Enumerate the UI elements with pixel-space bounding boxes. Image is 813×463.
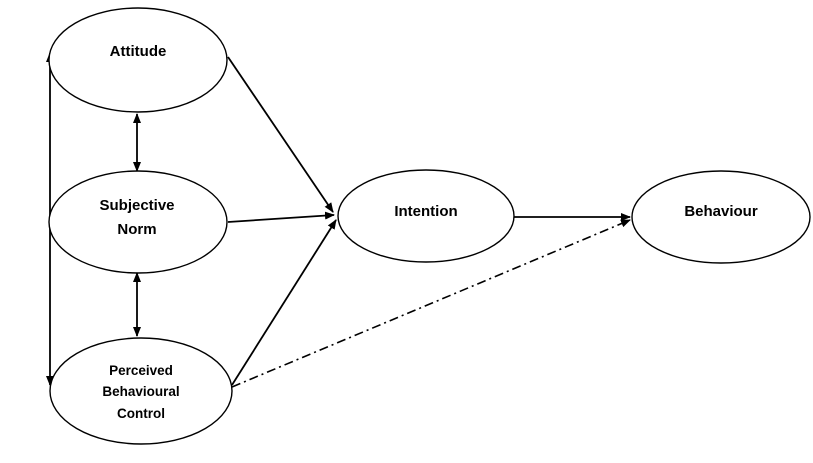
edge-attitude-intention <box>227 56 334 213</box>
attitude-label: Attitude <box>110 43 167 60</box>
edge-subjective-norm-intention <box>227 211 335 223</box>
node-subjective-norm: Subjective Norm <box>48 170 228 274</box>
attitude-ellipse <box>48 7 228 113</box>
behaviour-ellipse <box>631 170 811 264</box>
pbc-label-line1: Perceived <box>109 363 173 378</box>
node-perceived-behavioural-control: Perceived Behavioural Control <box>49 337 233 445</box>
behaviour-label: Behaviour <box>684 203 758 220</box>
subjective-norm-ellipse <box>48 170 228 274</box>
subjective-norm-label-line1: Subjective <box>99 197 174 214</box>
node-behaviour: Behaviour <box>631 170 811 264</box>
pbc-label-line3: Control <box>117 406 165 421</box>
node-intention: Intention <box>337 169 515 263</box>
pbc-label-line2: Behavioural <box>102 384 179 399</box>
pbc-ellipse <box>49 337 233 445</box>
node-attitude: Attitude <box>48 7 228 113</box>
subjective-norm-label-line2: Norm <box>117 221 156 238</box>
intention-ellipse <box>337 169 515 263</box>
edge-pbc-intention <box>231 219 337 386</box>
edge-pbc-behaviour-dashed <box>231 219 631 388</box>
intention-label: Intention <box>394 203 457 220</box>
